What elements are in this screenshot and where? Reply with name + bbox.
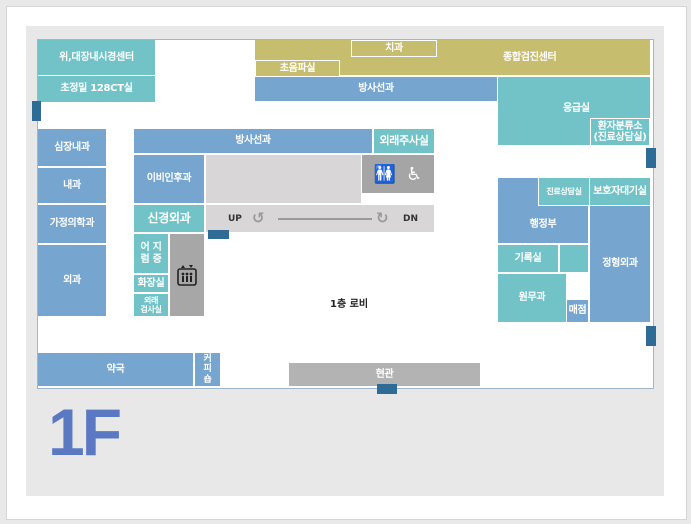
triage-sub-label: (진료상담실) xyxy=(593,132,647,143)
outpatient-exam-label-1: 외래 xyxy=(143,295,159,305)
room-ent[interactable]: 이비인후과 xyxy=(134,155,204,203)
lobby-label: 1층 로비 xyxy=(330,299,369,310)
restroom-icon: 🚻 xyxy=(373,163,397,185)
room-ultrasound[interactable]: 초음파실 xyxy=(255,60,340,77)
floor-label: 1F xyxy=(48,395,122,469)
room-guardian-waiting[interactable]: 보호자대기실 xyxy=(590,178,650,205)
room-endoscopy-center[interactable]: 위,대장내시경센터 xyxy=(38,40,155,75)
room-neurosurgery[interactable]: 신경외과 xyxy=(134,205,204,232)
dizziness-label-2: 럼 증 xyxy=(140,253,162,265)
room-radiology-mid[interactable]: 방사선과 xyxy=(134,129,372,153)
room-admin-top xyxy=(498,178,538,206)
room-injection[interactable]: 외래주사실 xyxy=(374,129,434,153)
door-east xyxy=(646,326,656,346)
room-internal-medicine[interactable]: 내과 xyxy=(38,168,106,203)
elevator[interactable] xyxy=(170,234,204,316)
room-store[interactable]: 매점 xyxy=(567,300,588,322)
door-west xyxy=(32,101,41,121)
stairs-line xyxy=(278,218,372,220)
room-records-side xyxy=(560,245,588,272)
room-records[interactable]: 기록실 xyxy=(498,245,558,272)
stairs-up-label: UP xyxy=(228,214,242,224)
room-coffee-shop[interactable]: 커 피 숍 xyxy=(195,353,220,386)
coffee-label-3: 숍 xyxy=(203,374,212,385)
door-entrance xyxy=(377,384,397,394)
room-orthopedics[interactable]: 정형외과 xyxy=(590,206,650,322)
room-outpatient-exam[interactable]: 외래 검사실 xyxy=(134,294,168,316)
room-pharmacy[interactable]: 약국 xyxy=(38,353,193,386)
room-dental[interactable]: 치과 xyxy=(351,40,437,57)
door-emergency xyxy=(646,148,656,168)
room-consult[interactable]: 진료상담실 xyxy=(539,178,589,205)
room-patient-triage[interactable]: 환자분류소 (진료상담실) xyxy=(590,118,650,146)
triage-label: 환자분류소 xyxy=(597,120,643,132)
room-radiology-top[interactable]: 방사선과 xyxy=(255,77,497,101)
elevator-icon xyxy=(177,265,197,286)
down-arrow-icon: ↻ xyxy=(376,209,389,227)
room-family-medicine[interactable]: 가정의학과 xyxy=(38,205,106,243)
room-administration[interactable]: 행정부 xyxy=(498,206,588,243)
stairs-down-label: DN xyxy=(403,214,419,224)
coffee-label-1: 커 xyxy=(203,353,212,364)
dizziness-label-1: 어 지 xyxy=(140,242,162,253)
door-elevator xyxy=(208,230,229,239)
main-entrance[interactable]: 현관 xyxy=(289,363,480,386)
room-cardiology[interactable]: 심장내과 xyxy=(38,129,106,166)
room-admin-office[interactable]: 원무과 xyxy=(498,274,566,322)
emergency-label: 응급실 xyxy=(563,103,590,114)
wheelchair-icon: ♿ xyxy=(406,163,423,185)
up-arrow-icon: ↺ xyxy=(252,209,265,227)
room-surgery[interactable]: 외과 xyxy=(38,245,106,316)
health-screening-label: 종합검진센터 xyxy=(503,52,557,63)
outpatient-exam-label-2: 검사실 xyxy=(140,305,162,314)
room-ct[interactable]: 초정밀 128CT실 xyxy=(38,76,155,102)
corridor-area xyxy=(206,155,361,203)
restroom-wc[interactable]: 🚻 ♿ xyxy=(362,155,434,193)
coffee-label-2: 피 xyxy=(203,364,212,375)
room-restroom[interactable]: 화장실 xyxy=(134,275,168,292)
room-dizziness[interactable]: 어 지 럼 증 xyxy=(134,234,168,273)
